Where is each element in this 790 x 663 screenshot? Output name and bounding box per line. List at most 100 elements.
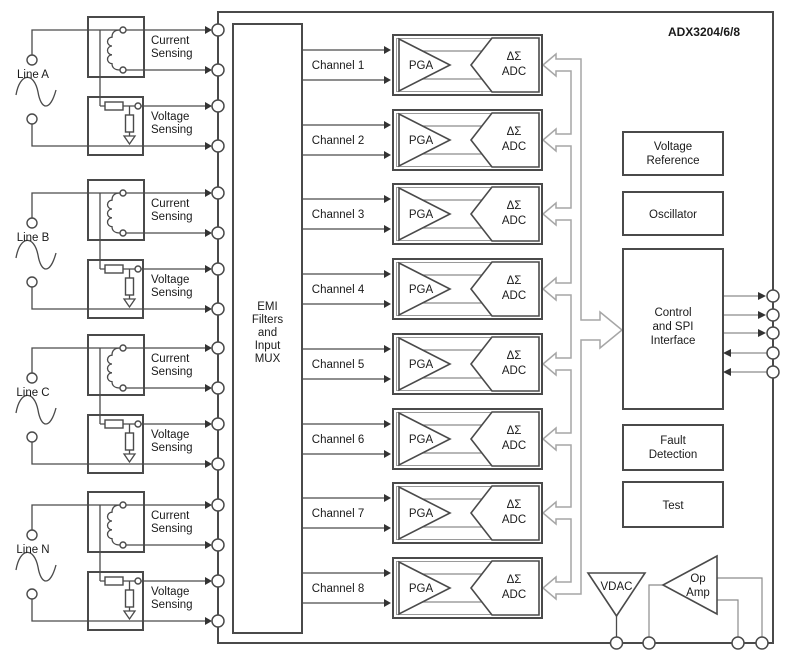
divider-node (134, 265, 142, 273)
opamp-wires (648, 577, 763, 637)
channel-input-lines (302, 273, 384, 305)
coil-tap-top (119, 26, 127, 34)
ct-coil (106, 504, 121, 546)
line-label: Line C (16, 387, 49, 399)
channel-label: Channel 7 (312, 508, 364, 520)
opamp-label-line1: Op (690, 573, 705, 585)
current-sensing-box (87, 16, 145, 78)
adc-label-line2: ADC (502, 215, 526, 227)
source-terminal-bottom (26, 276, 38, 288)
line-b-group: Line B Current Sensing Voltage Sensing (15, 179, 212, 319)
line-wires (31, 504, 205, 622)
pin-terminal (211, 381, 225, 395)
channel-label: Channel 8 (312, 583, 364, 595)
channel-label: Channel 2 (312, 135, 364, 147)
bus-arrows (541, 52, 624, 601)
adc-pentagon (469, 186, 540, 242)
pga-label: PGA (409, 508, 434, 520)
pin-terminal (766, 346, 780, 360)
channel-input-lines (302, 348, 384, 380)
spi-output-arrows (758, 292, 766, 337)
line-wires (31, 29, 205, 147)
channel-input-arrows (384, 494, 391, 532)
pin-terminal (211, 302, 225, 316)
control-label-line3: Interface (651, 335, 696, 347)
pin-terminal (211, 498, 225, 512)
emi-label-line4: Input (255, 340, 281, 352)
channel-input-arrows (384, 195, 391, 233)
source-terminal-bottom (26, 588, 38, 600)
pga-adc-pair (420, 125, 482, 155)
pin-arrows (205, 501, 212, 625)
series-resistor (104, 419, 124, 429)
adc-label-line1: ΔΣ (507, 350, 522, 362)
shunt-resistor (124, 114, 135, 133)
adc-label-line2: ADC (502, 66, 526, 78)
fault-detection-block (622, 424, 724, 471)
adc-pentagon (469, 560, 540, 616)
pga-triangle (398, 411, 452, 467)
pga-label: PGA (409, 434, 434, 446)
voltage-sensing-label-line2: Sensing (151, 124, 193, 136)
channel-input-arrows (384, 345, 391, 383)
pin-terminal (211, 538, 225, 552)
adc-pentagon (469, 411, 540, 467)
chip-title: ADX3204/6/8 (668, 25, 740, 39)
adc-label-line1: ΔΣ (507, 200, 522, 212)
pga-triangle (398, 560, 452, 616)
coil-tap-bottom (119, 541, 127, 549)
voltage-reference-label-line2: Reference (646, 155, 699, 167)
vdac-triangle (586, 572, 647, 618)
pga-label: PGA (409, 583, 434, 595)
coil-tap-bottom (119, 384, 127, 392)
right-pin-terminals (766, 289, 780, 379)
pin-terminal (211, 99, 225, 113)
ground-symbol (122, 135, 137, 146)
emi-label-line2: Filters (252, 314, 284, 326)
voltage-sensing-label-line1: Voltage (151, 586, 189, 598)
adc-label-line2: ADC (502, 514, 526, 526)
series-resistor (104, 576, 124, 586)
current-sensing-label-line1: Current (151, 353, 190, 365)
pin-terminal (211, 457, 225, 471)
spi-pin-wires (723, 295, 767, 373)
line-c-group: Line C Current Sensing Voltage Sensing (15, 334, 212, 474)
divider-node (134, 102, 142, 110)
ac-source-sine (15, 551, 57, 582)
pga-label: PGA (409, 359, 434, 371)
channel-4-block: Channel 4 PGA ΔΣ ADC (302, 258, 543, 320)
line-label: Line N (16, 544, 49, 556)
current-sensing-label-line1: Current (151, 35, 190, 47)
channel-box (392, 333, 543, 395)
ac-source-sine (15, 239, 57, 270)
pin-terminal (766, 289, 780, 303)
channel-input-arrows (384, 270, 391, 308)
source-terminal-top (26, 372, 38, 384)
adc-label-line1: ΔΣ (507, 275, 522, 287)
source-terminal-bottom (26, 431, 38, 443)
divider-node (134, 420, 142, 428)
channel-label: Channel 6 (312, 434, 364, 446)
pin-terminal (211, 262, 225, 276)
current-sensing-label-line2: Sensing (151, 366, 193, 378)
voltage-sensing-box (87, 414, 144, 474)
voltage-sensing-label-line1: Voltage (151, 274, 189, 286)
voltage-reference-label-line1: Voltage (654, 141, 692, 153)
ac-source-sine (15, 394, 57, 425)
pga-triangle (398, 485, 452, 541)
pin-terminal (211, 186, 225, 200)
emi-label-line3: and (258, 327, 277, 339)
channel-input-lines (302, 497, 384, 529)
fault-label-line1: Fault (660, 435, 686, 447)
source-terminal-top (26, 54, 38, 66)
series-resistor (104, 264, 124, 274)
line-wires (31, 347, 205, 465)
channel-input-arrows (384, 420, 391, 458)
channel-box (392, 183, 543, 245)
channel-input-arrows (384, 121, 391, 159)
channel-label: Channel 1 (312, 60, 364, 72)
fault-label-line2: Detection (649, 449, 698, 461)
adc-pentagon (469, 336, 540, 392)
left-pin-terminals (211, 23, 225, 628)
